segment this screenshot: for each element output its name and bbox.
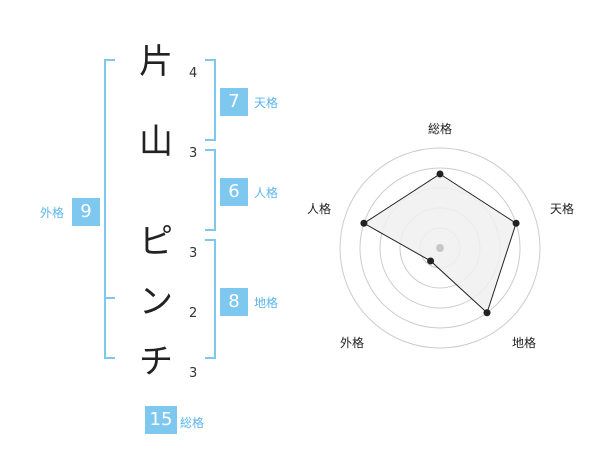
soukaku-label: 総格 xyxy=(180,416,205,430)
chikaku-value: 8 xyxy=(220,288,248,316)
radar-ring-4 xyxy=(359,167,521,329)
stroke-count-1: 4 xyxy=(189,66,198,81)
tenkaku-value: 7 xyxy=(220,88,248,116)
radar-label-gaikaku: 外格 xyxy=(339,336,364,350)
jinkaku-label: 人格 xyxy=(254,186,279,200)
jinkaku-bracket xyxy=(205,149,216,231)
name-char-3: ピ xyxy=(139,222,173,262)
stroke-count-3: 3 xyxy=(189,246,198,261)
radar-point-0 xyxy=(436,170,444,178)
radar-label-tenkaku: 天格 xyxy=(549,202,574,216)
radar-label-jinkaku: 人格 xyxy=(306,202,331,216)
stroke-count-2: 3 xyxy=(189,146,198,161)
radar-point-1 xyxy=(512,219,520,227)
tenkaku-bracket xyxy=(205,59,216,141)
radar-label-soukaku: 総格 xyxy=(427,122,452,136)
radar-point-2 xyxy=(483,309,491,317)
radar-polygon xyxy=(362,173,517,314)
radar-label-chikaku: 地格 xyxy=(511,336,536,350)
chikaku-label: 地格 xyxy=(254,296,279,310)
radar-center-dot xyxy=(436,244,444,252)
gaikaku-value: 9 xyxy=(72,198,100,226)
name-char-5: チ xyxy=(139,342,173,382)
radar-points xyxy=(360,170,520,317)
radar-point-4 xyxy=(360,219,368,227)
name-char-4: ン xyxy=(139,282,173,322)
chikaku-bracket xyxy=(205,239,216,359)
radar-point-3 xyxy=(427,257,435,265)
stroke-count-5: 3 xyxy=(189,366,198,381)
gaikaku-label: 外格 xyxy=(40,206,65,220)
radar-ring-5 xyxy=(339,147,541,349)
stroke-count-4: 2 xyxy=(189,306,198,321)
gaikaku-bracket xyxy=(104,59,115,359)
name-char-2: 山 xyxy=(139,122,173,162)
soukaku-value: 15 xyxy=(145,406,177,434)
jinkaku-value: 6 xyxy=(220,178,248,206)
tenkaku-label: 天格 xyxy=(254,96,279,110)
name-char-1: 片 xyxy=(139,42,173,82)
